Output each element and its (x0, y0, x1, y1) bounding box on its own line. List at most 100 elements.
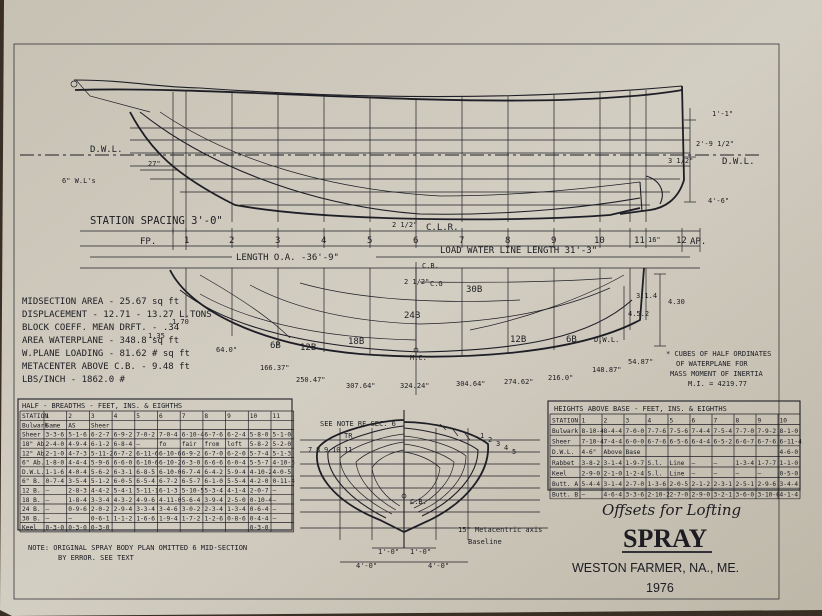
station-7: 7 (459, 236, 464, 246)
half-breadths-cell: — (46, 506, 50, 513)
title-spray: SPRAY (623, 524, 708, 553)
half-breadths-cell: from (204, 441, 219, 448)
half-breadths-cell: 6-10-4 (182, 432, 205, 439)
heights-cell: 2-9-0 (692, 492, 711, 499)
heights-cell: S.l. (648, 460, 663, 467)
metacentric-axis-label: 15" Metacentric axis (458, 526, 542, 534)
title-offsets: Offsets for Lofting (602, 501, 741, 519)
body-dim-bottom-left: 4'-0" (356, 562, 377, 570)
plan-right-dim-3: 3.1.4 (636, 292, 657, 300)
title-year: 1976 (646, 581, 674, 595)
heights-cell: 2-5-1 (736, 481, 755, 488)
body-station-4: 4 (504, 444, 508, 452)
heights-cell: 7-7-0 (736, 428, 755, 435)
station-5: 5 (367, 236, 372, 246)
body-plan: SEE NOTE RE SEC. 6 TR 7 8 9 10 11 1 2 3 … (300, 410, 548, 570)
heights-cell: 4 (648, 417, 652, 424)
heights-cell: 3-6-0 (736, 492, 755, 499)
half-breadths-cell: 0-6-4 (250, 506, 269, 513)
half-breadths-cell: 0-10-4 (250, 497, 273, 504)
half-breadths-cell: — (46, 515, 50, 522)
heights-cell: 3-10-6 (758, 492, 781, 499)
hydro-area-waterplane: AREA WATERPLANE - 348.8 sq ft (22, 336, 179, 346)
half-breadths-cell: 0-11-4 (273, 478, 296, 485)
heights-cell: 1 (582, 417, 586, 424)
heights-cell: 8-10-4 (582, 428, 605, 435)
half-breadths-cell: 6-2-7 (91, 432, 110, 439)
moment-of-inertia-note: * CUBES OF HALF ORDINATES OF WATERPLANE … (666, 350, 771, 388)
half-breadths-cell: 3 (91, 413, 95, 420)
heights-cell: 7-4-4 (604, 439, 623, 446)
buttock-18b: 18B (348, 337, 364, 347)
half-breadths-cell: 9 (227, 413, 231, 420)
half-breadths-cell: 6-6-0 (114, 460, 133, 467)
half-breadths-cell: 1-1-6 (46, 469, 65, 476)
clr-label: C.L.R. (426, 223, 459, 233)
half-breadths-cell: STATION (22, 413, 48, 420)
heights-cell: 2-3-1 (714, 481, 733, 488)
half-breadths-cell: 0-8-6 (227, 515, 246, 522)
heights-cell: 8 (736, 417, 740, 424)
plan-right-dim-1: 4.30 (668, 298, 685, 306)
plan-right-dim-2: 4.5.2 (628, 310, 649, 318)
half-breadths-cell: 5-11-1 (136, 488, 159, 495)
heights-cell: 3-8-2 (582, 460, 601, 467)
half-breadths-cell: 6-10-2 (159, 460, 182, 467)
waterline-note: 6" W.L's (62, 177, 96, 185)
half-breadths-cell: 5-1-0 (273, 432, 292, 439)
half-breadths-cell: 5-1-6 (68, 432, 87, 439)
half-breadths-cell: — (273, 506, 277, 513)
half-breadths-cell: 3-0-2 (182, 506, 201, 513)
heights-cell: 5 (670, 417, 674, 424)
heights-cell: 5-4-4 (582, 481, 601, 488)
heights-cell: 7-0-0 (626, 428, 645, 435)
offset-2: 166.37" (260, 364, 290, 372)
heights-cell: 4-1-4 (780, 492, 799, 499)
half-breadths-cell: — (273, 488, 277, 495)
body-plan-note: NOTE: ORIGINAL SPRAY BODY PLAN OMITTED 6… (28, 544, 247, 562)
half-breadths-cell: 5-10-5 (182, 488, 205, 495)
half-breadths-cell: 0-3-0 (250, 525, 269, 532)
heights-cell: 6-0-0 (626, 439, 645, 446)
half-breadths-cell: 24 B. (22, 506, 41, 513)
heights-cell: 3-3-6 (626, 492, 645, 499)
body-station-3: 3 (496, 440, 500, 448)
heights-cell: 6-4-4 (692, 439, 711, 446)
half-breadths-cell: 6-9-2 (114, 432, 133, 439)
plan-ordinate-2: 1.35 (148, 332, 165, 340)
half-breadths-cell: 6-10-6 (136, 460, 159, 467)
half-breadths-cell: — (68, 515, 72, 522)
half-breadths-cell: 5-2-0 (273, 441, 292, 448)
buttock-30b: 30B (466, 285, 482, 295)
hydro-block-coeff: BLOCK COEFF. MEAN DRFT. - .34 (22, 323, 179, 333)
heights-cell: 2 (604, 417, 608, 424)
half-breadths-cell: 4-11-0 (159, 497, 182, 504)
heights-cell: — (714, 460, 718, 467)
half-breadths-cell: 6-1-2 (91, 441, 110, 448)
heights-cell: 4-6-4 (604, 492, 623, 499)
clr-dimension: 2 1/2" (392, 221, 417, 229)
heights-cell: 2-7-0 (626, 481, 645, 488)
moment-note-line-2: OF WATERPLANE FOR (676, 360, 748, 368)
half-breadths-cell: 4-3-2 (114, 497, 133, 504)
half-breadths-cell: 5-6-2 (91, 469, 110, 476)
half-breadths-cell: 3-5-4 (68, 478, 87, 485)
half-breadths-cell: 5-3-4 (204, 488, 223, 495)
heights-cell: 7 (714, 417, 718, 424)
heights-cell: — (714, 470, 718, 477)
heights-cell: 6-5-6 (670, 439, 689, 446)
heights-cell: 7-4-4 (692, 428, 711, 435)
heights-cell: 2-9-0 (582, 470, 601, 477)
heights-cell: — (692, 460, 696, 467)
dim-right-2: 2'-9 1/2" (696, 140, 734, 148)
half-breadths-cell: 1-7-2 (182, 515, 201, 522)
half-breadths-cell: 1-9-4 (159, 515, 178, 522)
half-breadths-cell: 6-1-0 (204, 478, 223, 485)
half-breadths-cell: 6-2-0 (227, 450, 246, 457)
half-breadths-cell: 6-8-4 (114, 441, 133, 448)
body-dim-top-left: 1'-0" (378, 548, 399, 556)
half-breadths-cell: 0-4-4 (250, 515, 269, 522)
half-breadths-cell: 1 (46, 413, 50, 420)
half-breadths-cell: 2-4-0 (46, 441, 65, 448)
station-6: 6 (413, 236, 418, 246)
